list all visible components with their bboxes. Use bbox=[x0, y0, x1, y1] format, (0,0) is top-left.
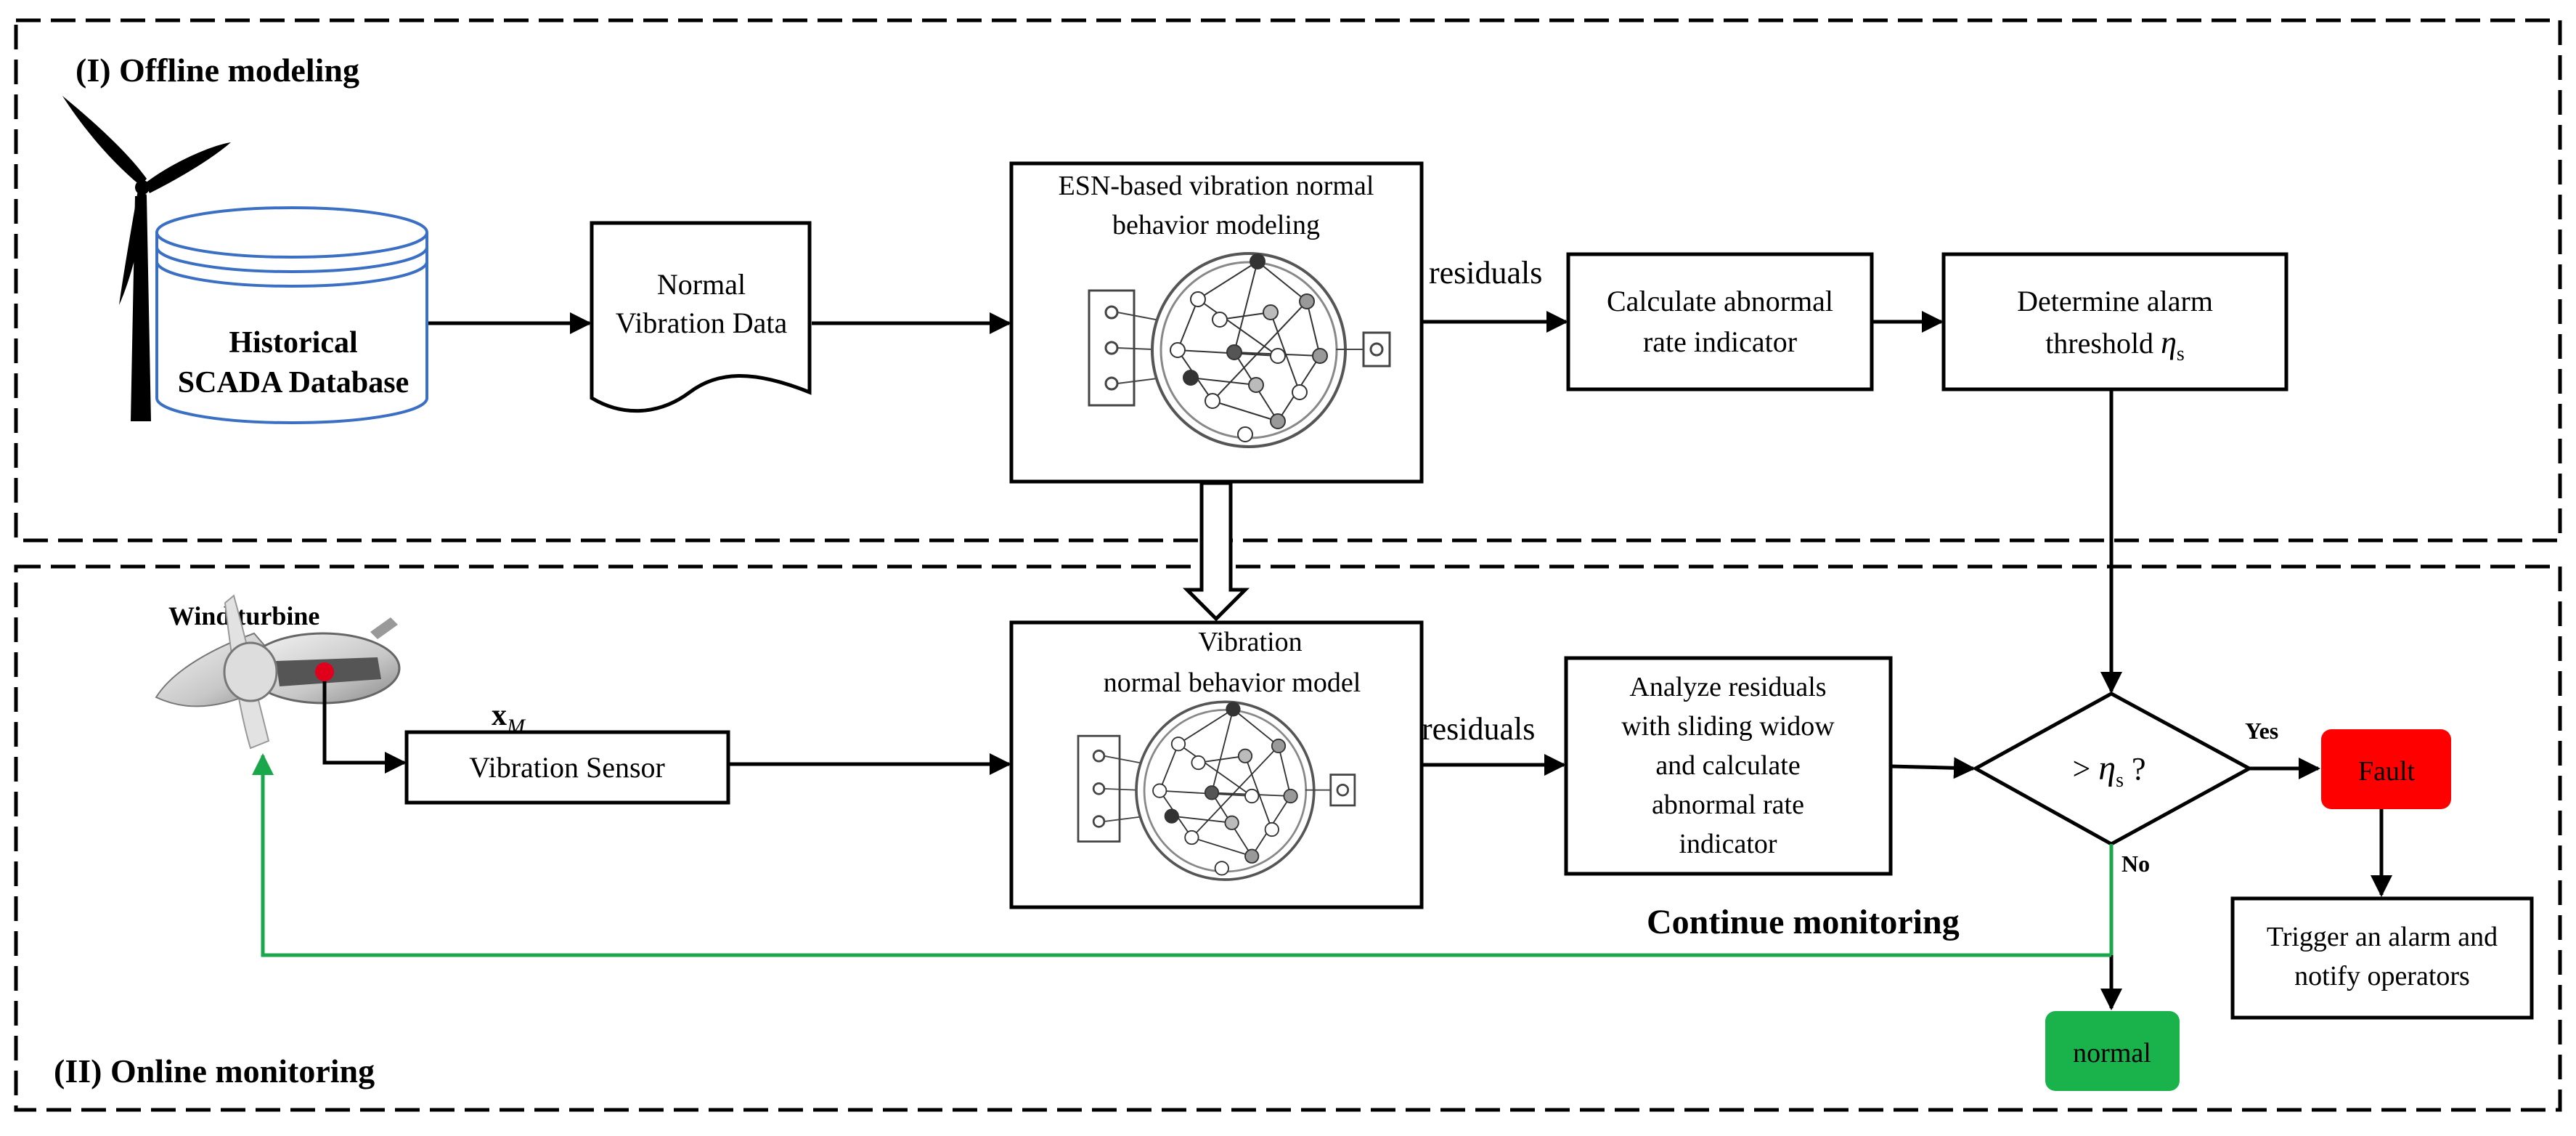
analyze-line4: abnormal rate bbox=[1652, 790, 1804, 820]
normal-vibration-data-document: Normal Vibration Data bbox=[590, 221, 812, 413]
offline-section-title: (I) Offline modeling bbox=[76, 52, 359, 89]
database-label-line2: SCADA Database bbox=[178, 366, 409, 399]
esn-modeling-line1: ESN-based vibration normal bbox=[1059, 171, 1374, 201]
alarm-line2: notify operators bbox=[2294, 961, 2470, 991]
esn-model-network-icon bbox=[1077, 700, 1356, 881]
normal-data-line1: Normal bbox=[657, 268, 746, 301]
offline-residuals-label: residuals bbox=[1429, 255, 1542, 291]
wind-turbine-label: Wind turbine bbox=[168, 601, 319, 630]
wind-turbine-silhouette-icon bbox=[62, 96, 231, 421]
online-residuals-label: residuals bbox=[1422, 711, 1535, 747]
continue-monitoring-label: Continue monitoring bbox=[1647, 903, 1960, 941]
arrow-analyze-to-decision bbox=[1890, 757, 1976, 779]
model-line1: Vibration bbox=[1198, 627, 1302, 657]
database-label-line1: Historical bbox=[229, 326, 357, 360]
yes-label: Yes bbox=[2245, 718, 2278, 744]
normal-data-line2: Vibration Data bbox=[616, 307, 788, 339]
online-section-title: (II) Online monitoring bbox=[54, 1052, 375, 1090]
continue-monitoring-feedback-line bbox=[252, 753, 2111, 957]
esn-modeling-box: ESN-based vibration normal behavior mode… bbox=[1009, 161, 1424, 484]
normal-box: normal bbox=[2045, 1011, 2180, 1091]
calc-indicator-box: Calculate abnormal rate indicator bbox=[1566, 252, 1874, 391]
threshold-box: Determine alarm threshold ηs bbox=[1941, 252, 2288, 391]
fault-label: Fault bbox=[2358, 756, 2416, 787]
threshold-line2: threshold ηs bbox=[2045, 325, 2185, 365]
threshold-decision-diamond: > ηs ? bbox=[1971, 691, 2254, 846]
wind-turbine-nacelle-icon bbox=[155, 594, 401, 750]
threshold-line1: Determine alarm bbox=[2017, 285, 2213, 317]
alarm-box: Trigger an alarm and notify operators bbox=[2230, 896, 2534, 1020]
no-label: No bbox=[2121, 851, 2150, 877]
decision-label: > ηs ? bbox=[2072, 749, 2145, 792]
esn-network-icon bbox=[1088, 252, 1391, 448]
analyze-line3: and calculate bbox=[1655, 750, 1800, 781]
fault-box: Fault bbox=[2321, 729, 2451, 809]
analyze-line1: Analyze residuals bbox=[1629, 672, 1826, 702]
analyze-residuals-box: Analyze residuals with sliding widow and… bbox=[1564, 656, 1893, 876]
model-line2: normal behavior model bbox=[1104, 668, 1361, 698]
online-section-frame bbox=[14, 564, 2562, 1112]
turbine-to-sensor-line bbox=[322, 681, 407, 774]
analyze-line2: with sliding widow bbox=[1621, 711, 1835, 742]
vibration-sensor-box: Vibration Sensor bbox=[404, 730, 730, 805]
normal-behavior-model-box: Vibration normal behavior model bbox=[1009, 620, 1424, 909]
normal-label: normal bbox=[2073, 1038, 2151, 1068]
sensor-location-marker bbox=[315, 662, 334, 681]
alarm-line1: Trigger an alarm and bbox=[2267, 922, 2498, 952]
sensor-label: Vibration Sensor bbox=[469, 751, 665, 784]
esn-modeling-line2: behavior modeling bbox=[1112, 210, 1320, 240]
scada-database-cylinder: Historical SCADA Database bbox=[155, 206, 428, 424]
offline-section-frame bbox=[14, 18, 2562, 543]
analyze-line5: indicator bbox=[1679, 829, 1777, 859]
model-transfer-block-arrow bbox=[1182, 481, 1250, 622]
calc-indicator-line2: rate indicator bbox=[1643, 325, 1797, 358]
calc-indicator-line1: Calculate abnormal bbox=[1607, 285, 1833, 317]
